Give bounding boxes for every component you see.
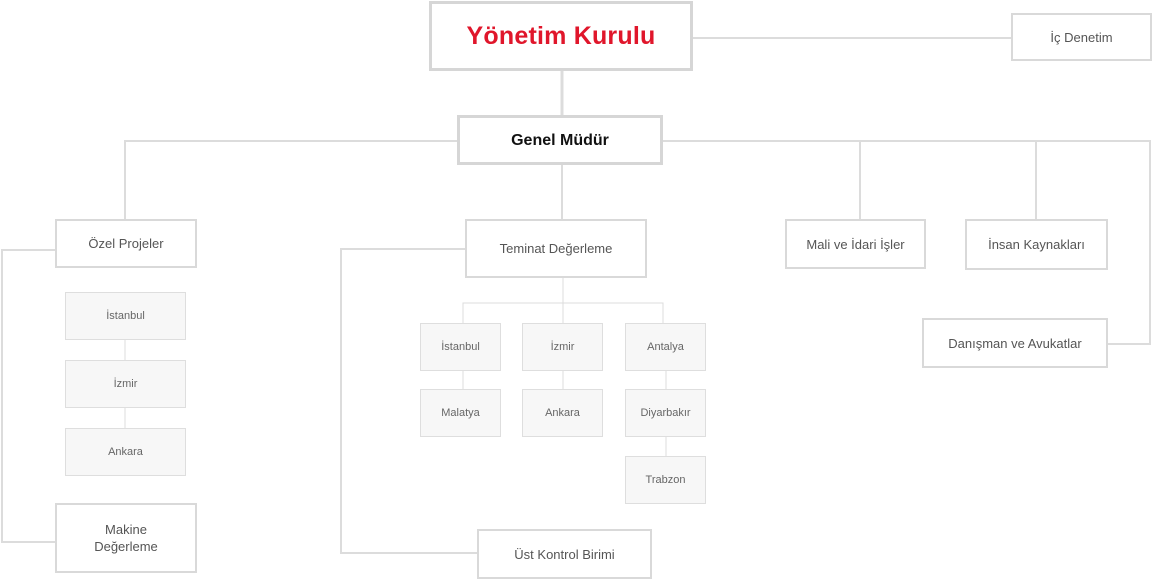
collateral-city-node[interactable]: İzmir [522,323,603,371]
collateral-city-node[interactable]: Ankara [522,389,603,437]
board-of-directors-node[interactable]: Yönetim Kurulu [429,1,693,71]
collateral-city-node[interactable]: Malatya [420,389,501,437]
collateral-city-node[interactable]: Antalya [625,323,706,371]
machine-valuation-node[interactable]: Makine Değerleme [55,503,197,573]
collateral-city-node[interactable]: Trabzon [625,456,706,504]
special-projects-city-node[interactable]: Ankara [65,428,186,476]
internal-audit-node[interactable]: İç Denetim [1011,13,1152,61]
collateral-city-node[interactable]: Diyarbakır [625,389,706,437]
advisors-lawyers-node[interactable]: Danışman ve Avukatlar [922,318,1108,368]
connector-gm-special-projects [124,140,459,220]
collateral-city-node[interactable]: İstanbul [420,323,501,371]
special-projects-city-node[interactable]: İstanbul [65,292,186,340]
collateral-valuation-node[interactable]: Teminat Değerleme [465,219,647,278]
top-control-unit-node[interactable]: Üst Kontrol Birimi [477,529,652,579]
special-projects-node[interactable]: Özel Projeler [55,219,197,268]
finance-admin-node[interactable]: Mali ve İdari İşler [785,219,926,269]
machine-valuation-label-line-1: Makine [105,522,147,537]
machine-valuation-label-line-2: Değerleme [94,539,158,554]
connector-special-machine [1,249,56,543]
general-manager-node[interactable]: Genel Müdür [457,115,663,165]
connector-collateral-branch [462,302,664,324]
special-projects-city-node[interactable]: İzmir [65,360,186,408]
human-resources-node[interactable]: İnsan Kaynakları [965,219,1108,270]
